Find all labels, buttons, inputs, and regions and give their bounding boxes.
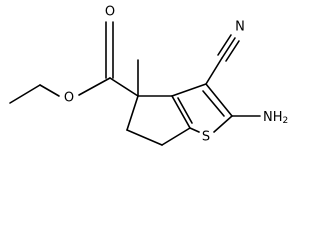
- bond-nitrile-triple-b: [217, 34, 232, 56]
- atom-nitrogen-nitrile: N: [235, 20, 245, 35]
- bond-c3-c3a: [171, 83, 207, 97]
- bond-c6a-s: [189, 127, 200, 133]
- bond-fused-a: [171, 95, 191, 129]
- bond-ethyl-c1-c2: [9, 84, 41, 104]
- structure-canvas: O O S N NH2: [9, 5, 288, 146]
- bond-s-c2: [213, 115, 233, 133]
- bond-nitrile-triple-a: [221, 37, 236, 59]
- atom-oxygen-ester: O: [64, 91, 74, 106]
- bond-o-carbonyl-c: [78, 77, 111, 96]
- bond-c2-c3-a: [205, 83, 233, 117]
- bond-ring-c4-c5: [126, 95, 139, 131]
- atom-sulfur: S: [202, 130, 210, 145]
- bond-ring-c5-c6: [126, 129, 163, 146]
- bond-ethyl-c2-o: [39, 84, 60, 97]
- bond-ring-c6-c6a: [161, 127, 191, 146]
- atom-amino: NH2: [263, 110, 288, 127]
- bond-c3-nitrile-c: [205, 57, 223, 85]
- bond-carbonyl-quaternary: [109, 77, 139, 97]
- atom-oxygen-carbonyl: O: [105, 5, 115, 20]
- bond-nitrile-triple-c: [225, 40, 240, 62]
- amino-label: NH: [263, 110, 283, 125]
- molecule-structure: O O S N NH2: [9, 5, 288, 146]
- bond-fused-b: [177, 97, 193, 124]
- bond-c2-c3-b: [202, 90, 225, 117]
- amino-subscript: 2: [283, 116, 289, 126]
